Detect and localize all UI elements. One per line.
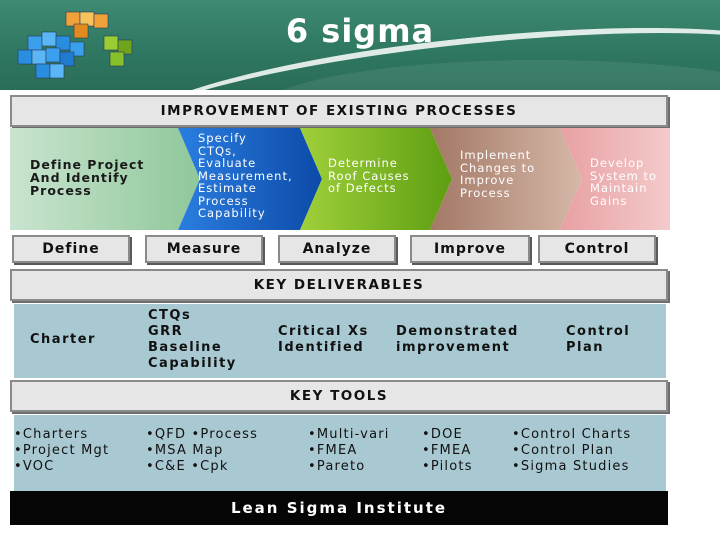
measure-desc-line: Evaluate [198,156,257,170]
deliverable-control: Control Plan [566,324,630,356]
deliverable-line: GRR [148,324,184,339]
tool-item: •Project Mgt [14,443,110,458]
tool-item: •DOE [422,427,463,442]
define-desc-line: Define Project [30,157,145,172]
tool-item: •QFD •Process [146,427,259,442]
deliverable-line: Demonstrated [396,324,519,339]
analyze-chevron [300,128,452,230]
deliverable-line: improvement [396,340,511,355]
analyze-desc-line: Determine [328,156,398,170]
deliverables-panel: Charter CTQs GRR Baseline Capability Cri… [14,304,666,378]
improve-description: Implement Changes to Improve Process [460,149,535,199]
footer-credit: Lean Sigma Institute [10,491,668,525]
improve-button[interactable]: Improve [410,235,530,263]
deliverable-line: CTQs [148,308,192,323]
tools-measure: •QFD •Process •MSA Map •C&E •Cpk [146,427,258,475]
control-desc-line: Develop [590,156,645,170]
control-chevron [560,128,670,230]
improve-desc-line: Changes to [460,160,536,175]
deliverable-line: Critical Xs [278,324,369,339]
tool-item: •C&E •Cpk [146,459,229,474]
measure-desc-line: Process [198,193,249,208]
deliverable-analyze: Critical Xs Identified [278,324,369,356]
measure-description: Specify CTQs, Evaluate Measurement, Esti… [198,132,293,220]
analyze-button[interactable]: Analyze [278,235,396,263]
tool-item: •Multi-vari [308,427,390,442]
define-description: Define Project And Identify Process [30,158,144,197]
improvement-banner: IMPROVEMENT OF EXISTING PROCESSES [10,95,668,127]
title-band: 6 sigma [0,0,720,90]
analyze-description: Determine Roof Causes of Defects [328,157,410,195]
improve-desc-line: Process [460,185,511,200]
tool-item: •Control Charts [512,427,632,442]
tool-item: •Pilots [422,459,473,474]
deliverables-banner: KEY DELIVERABLES [10,269,668,301]
deliverable-line: Capability [148,356,237,371]
tools-panel: •Charters •Project Mgt •VOC •QFD •Proces… [14,415,666,491]
tool-item: •Sigma Studies [512,459,630,474]
puzzle-cubes-icon [17,11,133,79]
measure-chevron [178,128,322,230]
measure-desc-line: Specify [198,131,247,145]
deliverable-measure: CTQs GRR Baseline Capability [148,308,237,372]
control-desc-line: Maintain [590,181,648,195]
deliverable-line: Identified [278,340,365,355]
measure-desc-line: Capability [198,206,266,220]
improve-desc-line: Implement [460,148,532,162]
tools-define: •Charters •Project Mgt •VOC [14,427,109,475]
tool-item: •Control Plan [512,443,615,458]
tool-item: •VOC [14,459,55,474]
define-desc-line: Process [30,183,92,198]
define-chevron [10,128,200,230]
phase-chevron-row [10,128,670,230]
control-description: Develop System to Maintain Gains [590,157,657,207]
dmaic-diagram: IMPROVEMENT OF EXISTING PROCESSES Define… [10,95,670,527]
measure-desc-line: CTQs, [198,143,237,158]
define-button[interactable]: Define [12,235,130,263]
measure-desc-line: Estimate [198,181,257,195]
improve-chevron [430,128,582,230]
tool-item: •Pareto [308,459,366,474]
tool-item: •Charters [14,427,89,442]
measure-desc-line: Measurement, [198,168,293,183]
deliverable-improve: Demonstrated improvement [396,324,519,356]
deliverable-line: Baseline [148,340,223,355]
improve-desc-line: Improve [460,173,515,187]
control-button[interactable]: Control [538,235,656,263]
tools-improve: •DOE •FMEA •Pilots [422,427,473,475]
tools-analyze: •Multi-vari •FMEA •Pareto [308,427,390,475]
control-desc-line: Gains [590,193,628,208]
measure-button[interactable]: Measure [145,235,263,263]
slide-title: 6 sigma [285,12,435,50]
tool-item: •FMEA [308,443,358,458]
deliverable-define: Charter [30,332,96,348]
tools-control: •Control Charts •Control Plan •Sigma Stu… [512,427,631,475]
analyze-desc-line: of Defects [328,181,397,195]
analyze-desc-line: Roof Causes [328,168,410,183]
deliverable-line: Control [566,324,631,339]
define-desc-line: And Identify [30,170,129,185]
control-desc-line: System to [590,168,658,183]
tools-banner: KEY TOOLS [10,380,668,412]
deliverable-line: Plan [566,340,605,355]
deliverable-line: Charter [30,332,96,347]
tool-item: •MSA Map [146,443,224,458]
tool-item: •FMEA [422,443,472,458]
